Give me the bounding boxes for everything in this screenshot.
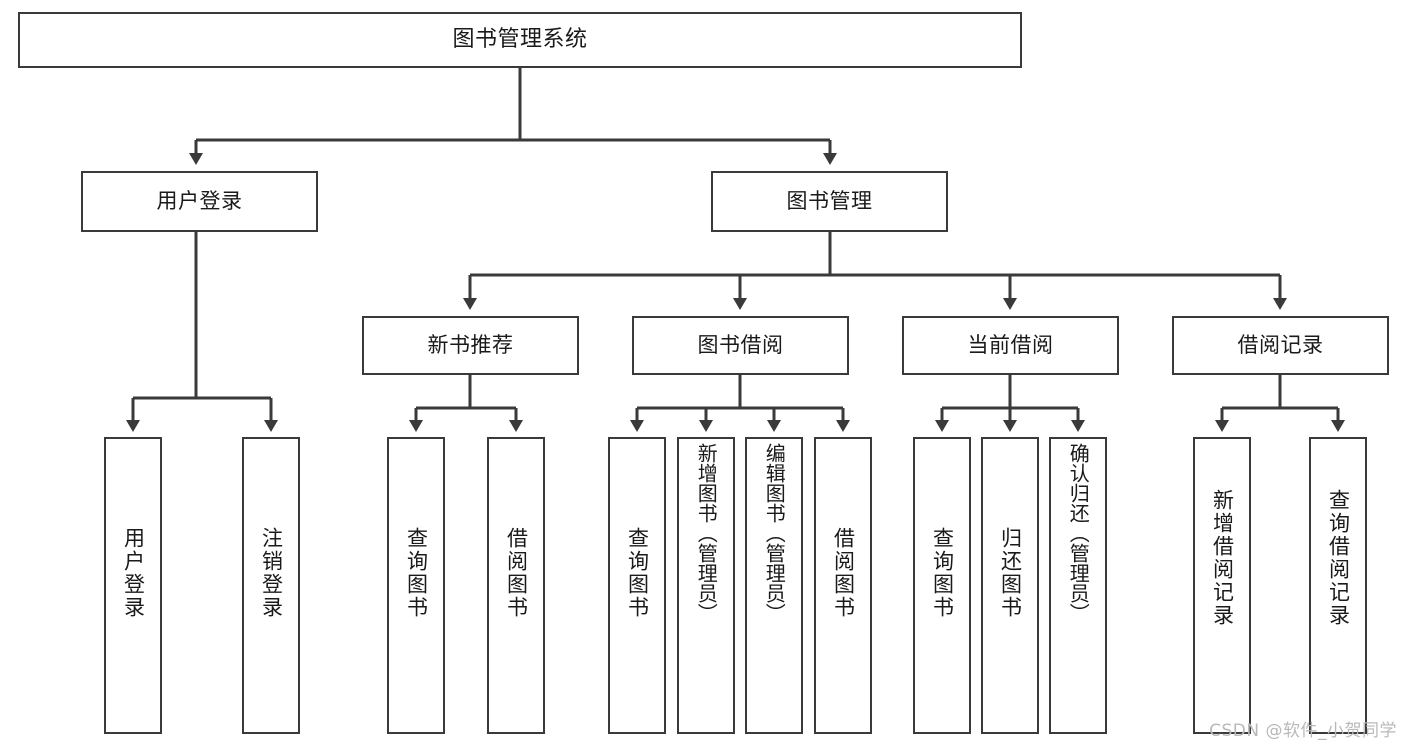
node-label: 借阅图书 [504,527,529,619]
node-borrow-record[interactable]: 借阅记录 [1172,316,1389,375]
watermark: CSDN @软件_小贺同学 [1209,721,1397,741]
node-label: 新增图书（管理员） [694,443,719,623]
node-label: 图书借阅 [697,332,784,357]
node-current-borrow[interactable]: 当前借阅 [902,316,1119,375]
node-label: 确认归还（管理员） [1066,443,1091,623]
node-book-manage[interactable]: 图书管理 [711,171,948,232]
node-leaf-query-book-3[interactable]: 查询图书 [913,437,971,734]
node-leaf-add-record[interactable]: 新增借阅记录 [1193,437,1251,734]
node-label: 查询图书 [404,527,429,619]
node-label: 图书管理系统 [452,26,588,52]
node-label: 借阅图书 [831,527,856,619]
node-leaf-logout[interactable]: 注销登录 [242,437,300,734]
node-leaf-confirm-return[interactable]: 确认归还（管理员） [1049,437,1107,734]
node-label: 查询图书 [930,527,955,619]
node-label: 查询借阅记录 [1326,489,1351,627]
node-label: 新增借阅记录 [1210,489,1235,627]
node-label: 用户登录 [156,188,243,213]
node-leaf-query-book-1[interactable]: 查询图书 [387,437,445,734]
node-leaf-query-book-2[interactable]: 查询图书 [608,437,666,734]
node-new-book-recommend[interactable]: 新书推荐 [362,316,579,375]
node-leaf-user-login[interactable]: 用户登录 [104,437,162,734]
node-leaf-return-book[interactable]: 归还图书 [981,437,1039,734]
node-leaf-add-book[interactable]: 新增图书（管理员） [677,437,735,734]
node-label: 用户登录 [121,527,146,619]
node-root-system[interactable]: 图书管理系统 [18,12,1022,68]
node-leaf-borrow-book-1[interactable]: 借阅图书 [487,437,545,734]
node-label: 归还图书 [998,527,1023,619]
node-label: 当前借阅 [967,332,1054,357]
node-label: 新书推荐 [427,332,514,357]
node-leaf-borrow-book-2[interactable]: 借阅图书 [814,437,872,734]
node-label: 借阅记录 [1237,332,1324,357]
node-user-login[interactable]: 用户登录 [81,171,318,232]
node-label: 编辑图书（管理员） [762,443,787,623]
node-label: 查询图书 [625,527,650,619]
node-label: 注销登录 [259,527,284,619]
node-book-borrow[interactable]: 图书借阅 [632,316,849,375]
node-leaf-query-record[interactable]: 查询借阅记录 [1309,437,1367,734]
node-label: 图书管理 [786,188,873,213]
node-leaf-edit-book[interactable]: 编辑图书（管理员） [745,437,803,734]
